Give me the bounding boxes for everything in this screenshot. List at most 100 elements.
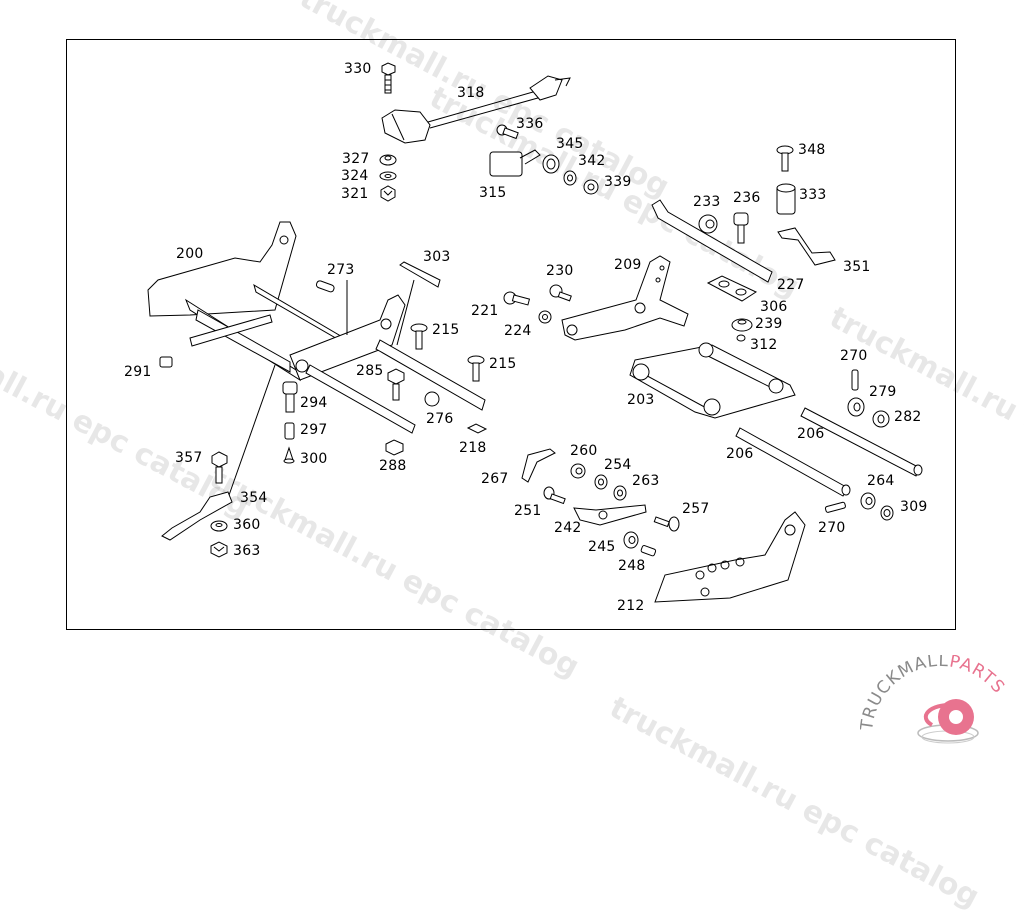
callout-221: 221 bbox=[471, 303, 499, 319]
lever-242-icon bbox=[573, 504, 647, 526]
bracket-354-icon bbox=[161, 491, 233, 541]
bolt-336-icon bbox=[496, 124, 519, 140]
callout-251: 251 bbox=[514, 503, 542, 519]
callout-248: 248 bbox=[618, 558, 646, 574]
nut-233-icon bbox=[698, 214, 718, 234]
washer-342-icon bbox=[563, 170, 577, 186]
callout-245: 245 bbox=[588, 539, 616, 555]
bolt-257-icon bbox=[653, 516, 680, 532]
plate-306-icon bbox=[706, 275, 758, 302]
callout-360: 360 bbox=[233, 517, 261, 533]
callout-363: 363 bbox=[233, 543, 261, 559]
callout-348: 348 bbox=[798, 142, 826, 158]
bolt-236-icon bbox=[733, 212, 749, 244]
callout-273: 273 bbox=[327, 262, 355, 278]
gear-224-icon bbox=[538, 310, 552, 324]
callout-236: 236 bbox=[733, 190, 761, 206]
callout-321: 321 bbox=[341, 186, 369, 202]
latch-315-icon bbox=[489, 149, 541, 177]
callout-218: 218 bbox=[459, 440, 487, 456]
callout-303: 303 bbox=[423, 249, 451, 265]
callout-267: 267 bbox=[481, 471, 509, 487]
callout-224: 224 bbox=[504, 323, 532, 339]
callout-233: 233 bbox=[693, 194, 721, 210]
logo-gear-icon bbox=[917, 699, 979, 744]
washer-360-icon bbox=[210, 520, 228, 532]
nut-276-icon bbox=[424, 391, 440, 407]
collar-264-icon bbox=[860, 492, 876, 510]
callout-264: 264 bbox=[867, 473, 895, 489]
bolt-294-icon bbox=[282, 381, 298, 413]
callout-315: 315 bbox=[479, 185, 507, 201]
callout-263: 263 bbox=[632, 473, 660, 489]
callout-306: 306 bbox=[760, 299, 788, 315]
bracket-267-icon bbox=[521, 448, 556, 483]
callout-212: 212 bbox=[617, 598, 645, 614]
callout-260: 260 bbox=[570, 443, 598, 459]
rivet-300-icon bbox=[283, 446, 295, 464]
callout-300: 300 bbox=[300, 451, 328, 467]
carriage-203-icon bbox=[629, 342, 796, 419]
washer-282-icon bbox=[872, 410, 890, 428]
spacer-333-icon bbox=[776, 183, 796, 215]
spring-270a-icon bbox=[851, 369, 859, 391]
callout-342: 342 bbox=[578, 153, 606, 169]
callout-276: 276 bbox=[426, 411, 454, 427]
washer-327-icon bbox=[379, 154, 397, 166]
callout-215b: 215 bbox=[489, 356, 517, 372]
spring-273-icon bbox=[315, 280, 335, 293]
collar-245-icon bbox=[623, 531, 639, 549]
callout-206a: 206 bbox=[797, 426, 825, 442]
callout-339: 339 bbox=[604, 174, 632, 190]
callout-318: 318 bbox=[457, 85, 485, 101]
callout-279: 279 bbox=[869, 384, 897, 400]
side-plate-212-icon bbox=[654, 511, 806, 603]
washer-254-icon bbox=[594, 474, 608, 490]
rod-206a-icon bbox=[800, 407, 923, 477]
main-frame-285-icon bbox=[184, 279, 486, 499]
callout-327: 327 bbox=[342, 151, 370, 167]
logo-text-secondary: PARTS bbox=[948, 655, 1009, 698]
screw-348-icon bbox=[776, 145, 794, 172]
callout-227: 227 bbox=[777, 277, 805, 293]
nut-321-icon bbox=[380, 185, 396, 202]
parts-drawing bbox=[147, 62, 923, 603]
callout-288: 288 bbox=[379, 458, 407, 474]
nut-288-icon bbox=[385, 439, 404, 456]
callout-254: 254 bbox=[604, 457, 632, 473]
callout-297: 297 bbox=[300, 422, 328, 438]
callout-345: 345 bbox=[556, 136, 584, 152]
nut-260-icon bbox=[570, 463, 586, 479]
spring-270b-icon bbox=[824, 501, 846, 513]
sleeve-312-icon bbox=[736, 334, 746, 342]
collar-279-icon bbox=[847, 397, 865, 417]
sleeve-297-icon bbox=[284, 422, 295, 440]
bolt-285-icon bbox=[387, 368, 405, 401]
screw-215a-icon bbox=[410, 323, 428, 350]
lever-209-icon bbox=[561, 255, 689, 341]
callout-282: 282 bbox=[894, 409, 922, 425]
callout-230: 230 bbox=[546, 263, 574, 279]
bushing-239-icon bbox=[731, 318, 753, 332]
callout-324: 324 bbox=[341, 168, 369, 184]
nut-363-icon bbox=[210, 541, 228, 558]
callout-309: 309 bbox=[900, 499, 928, 515]
washer-263-icon bbox=[613, 485, 627, 501]
callout-354: 354 bbox=[240, 490, 268, 506]
strap-303-icon bbox=[399, 261, 441, 288]
screw-215b-icon bbox=[467, 355, 485, 382]
callout-357: 357 bbox=[175, 450, 203, 466]
bracket-351-icon bbox=[777, 227, 836, 266]
bolt-330-icon bbox=[381, 62, 396, 94]
callout-285: 285 bbox=[356, 363, 384, 379]
logo-text-primary: TRUCKMALL bbox=[860, 655, 949, 733]
callout-351: 351 bbox=[843, 259, 871, 275]
rod-206b-icon bbox=[735, 427, 851, 497]
bolt-357-icon bbox=[211, 451, 228, 484]
diagram-frame bbox=[66, 39, 956, 630]
callout-291: 291 bbox=[124, 364, 152, 380]
bolt-221-icon bbox=[503, 291, 531, 306]
callout-294: 294 bbox=[300, 395, 328, 411]
callout-270a: 270 bbox=[840, 348, 868, 364]
callout-239: 239 bbox=[755, 316, 783, 332]
